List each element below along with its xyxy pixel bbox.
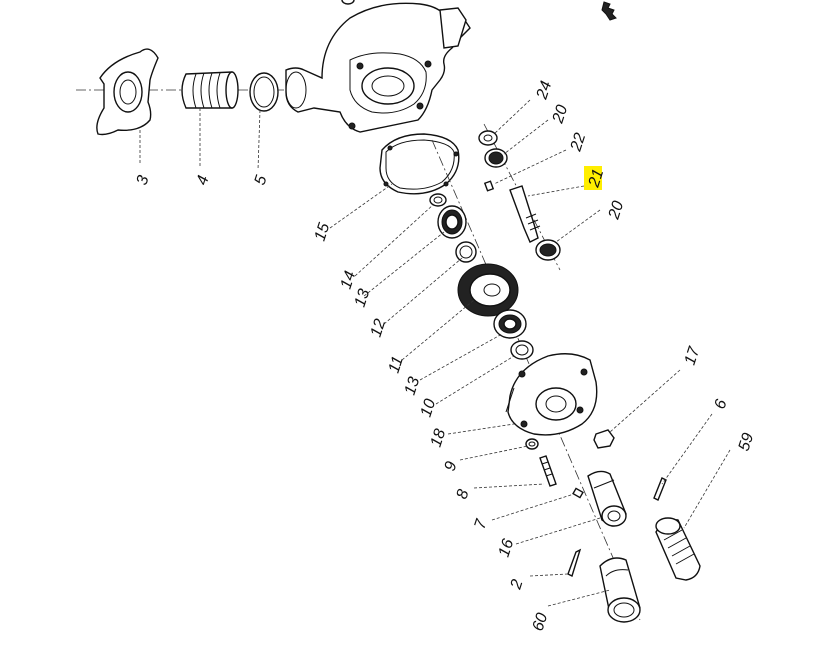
label-13-lower: 13: [402, 375, 424, 397]
label-13-upper: 13: [352, 287, 374, 309]
bearing-20-upper-part: [484, 148, 508, 168]
label-17: 17: [682, 344, 704, 367]
label-3: 3: [134, 173, 153, 187]
label-18: 18: [428, 427, 450, 449]
label-6: 6: [712, 397, 731, 411]
chain-fragment-part: [601, 1, 617, 21]
label-14: 14: [338, 269, 360, 291]
pin-6-part: [653, 477, 667, 501]
label-22: 22: [567, 131, 589, 154]
label-7: 7: [472, 516, 491, 531]
label-2: 2: [507, 577, 526, 592]
label-20-lower: 20: [605, 199, 627, 222]
label-11: 11: [386, 354, 407, 375]
label-10: 10: [418, 397, 440, 419]
shaft-16-part: [587, 470, 627, 527]
gasket-part: [379, 133, 460, 195]
label-59: 59: [736, 431, 758, 453]
spline-shaft-59-part: [655, 517, 701, 581]
bearing-20-lower-part: [535, 239, 561, 261]
leader-lines: [139, 99, 731, 607]
label-8: 8: [454, 487, 473, 501]
coupling-60-part: [599, 557, 641, 623]
label-5: 5: [252, 173, 271, 187]
wing-nut-part: [96, 48, 159, 136]
main-housing-part: [285, 0, 471, 133]
label-20-upper: 20: [549, 103, 571, 126]
highlight-marker: [584, 166, 602, 190]
label-21: 21: [585, 167, 607, 190]
label-9: 9: [442, 459, 461, 473]
seal-lower-part: [510, 340, 534, 360]
threaded-bush-part: [181, 71, 239, 109]
label-24: 24: [533, 79, 555, 102]
washer-24-part: [478, 130, 498, 146]
bearing-upper-part: [437, 205, 467, 239]
label-12: 12: [368, 317, 390, 339]
callout-labels: 3 4 5 15 14 13 12 11 13 10 18 9 8 7 16 2…: [134, 79, 758, 633]
pin-2-part: [567, 548, 582, 577]
washer-9-part: [525, 438, 539, 450]
ring-part: [249, 72, 279, 112]
nut-17-part: [593, 429, 615, 449]
spacer-part: [455, 241, 477, 263]
label-15: 15: [312, 221, 334, 243]
gearbox-cover-part: [505, 353, 598, 436]
label-4: 4: [194, 173, 213, 187]
label-60: 60: [530, 611, 552, 633]
seal-ring-part: [429, 193, 447, 207]
spur-gear-part: [457, 263, 519, 317]
pinion-shaft-21-part: [509, 185, 541, 243]
label-16: 16: [496, 537, 518, 559]
bolt-8-part: [539, 455, 557, 487]
key-22-part: [483, 180, 495, 192]
bearing-lower-part: [493, 309, 527, 339]
key-7-part: [572, 487, 584, 499]
